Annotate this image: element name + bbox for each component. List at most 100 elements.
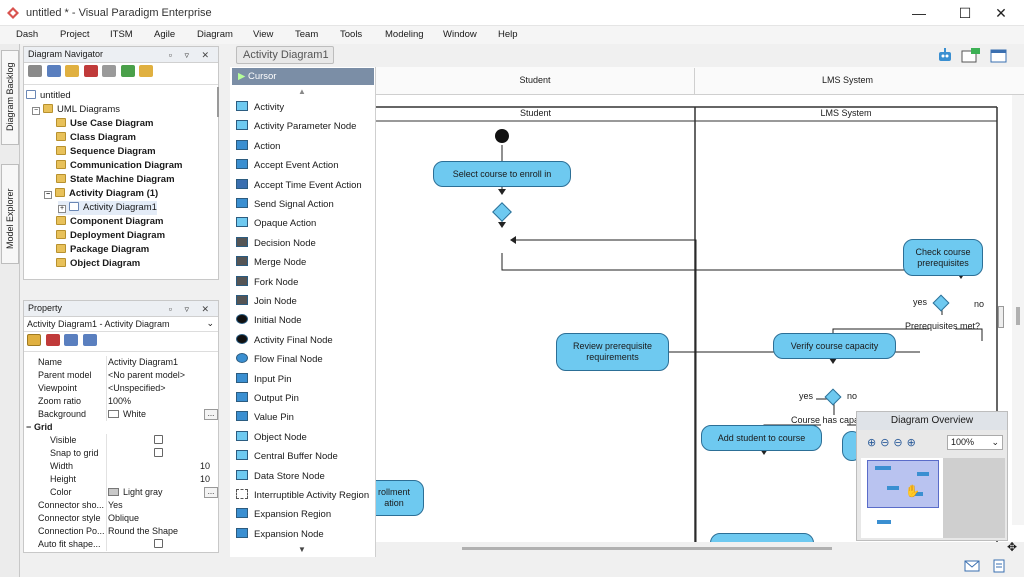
activity-check-prerequisites[interactable]: Check course prerequisites xyxy=(903,239,983,276)
layout-icon[interactable] xyxy=(988,46,1010,66)
palette-item-initial-node[interactable]: Initial Node xyxy=(236,312,302,330)
tree-scrollbar[interactable] xyxy=(217,87,219,117)
collapse-all-icon[interactable] xyxy=(82,334,97,346)
property-selector[interactable]: Activity Diagram1 - Activity Diagram ⌄ xyxy=(24,317,218,332)
prop-row-auto-fit[interactable]: Auto fit shape... xyxy=(24,538,220,551)
palette-item-join-node[interactable]: Join Node xyxy=(236,293,297,311)
tree-item-uml-diagrams[interactable]: −UML Diagrams xyxy=(32,103,120,117)
menu-modeling[interactable]: Modeling xyxy=(385,29,424,40)
panel-controls-icon[interactable]: ▫ ▿ ✕ xyxy=(168,50,214,60)
vertical-scroll-thumb[interactable] xyxy=(1016,307,1020,325)
palette-item-expansion-node[interactable]: Expansion Node xyxy=(236,526,324,544)
palette-item-value-pin[interactable]: Value Pin xyxy=(236,409,294,427)
tree-item-use-case[interactable]: Use Case Diagram xyxy=(56,117,153,131)
palette-item-fork-node[interactable]: Fork Node xyxy=(236,274,298,292)
ellipsis-button[interactable]: ... xyxy=(204,409,218,420)
robot-icon[interactable] xyxy=(934,46,956,66)
palette-item-accept-event-action[interactable]: Accept Event Action xyxy=(236,157,339,175)
horizontal-scrollbar[interactable] xyxy=(376,542,1024,555)
tree-item-object[interactable]: Object Diagram xyxy=(56,257,140,271)
scroll-down-icon[interactable]: ▼ xyxy=(298,545,306,554)
tree-item-class[interactable]: Class Diagram xyxy=(56,131,136,145)
menu-tools[interactable]: Tools xyxy=(340,29,363,40)
maximize-button[interactable]: ☐ xyxy=(958,5,972,21)
panel-controls-icon[interactable]: ▫ ▿ ✕ xyxy=(168,304,214,314)
expand-icon[interactable]: + xyxy=(58,205,66,213)
palette-item-activity[interactable]: Activity xyxy=(236,99,284,117)
sort-alpha-icon[interactable] xyxy=(45,334,60,346)
collapse-icon[interactable]: − xyxy=(44,191,52,199)
minimize-button[interactable]: — xyxy=(912,5,926,21)
tree-item-sequence[interactable]: Sequence Diagram xyxy=(56,145,156,159)
activity-enrollment-confirmation[interactable]: rollment ation xyxy=(376,480,424,516)
palette-item-send-signal-action[interactable]: Send Signal Action xyxy=(236,196,334,214)
overview-viewport[interactable]: ✋ xyxy=(861,458,1005,538)
lane-header-lms[interactable]: LMS System xyxy=(821,75,873,85)
prop-row-connection-point[interactable]: Connection Po...Round the Shape xyxy=(24,525,220,538)
prop-row-connector-show[interactable]: Connector sho...Yes xyxy=(24,499,220,512)
tree-item-activity[interactable]: −Activity Diagram (1) xyxy=(44,187,158,201)
open-folder-icon[interactable] xyxy=(139,65,154,77)
snap-checkbox[interactable] xyxy=(154,448,163,457)
tree-options-icon[interactable] xyxy=(46,65,61,77)
menu-view[interactable]: View xyxy=(253,29,274,40)
palette-item-data-store-node[interactable]: Data Store Node xyxy=(236,468,325,486)
palette-item-activity-parameter-node[interactable]: Activity Parameter Node xyxy=(236,118,356,136)
zoom-select[interactable]: 100% ⌄ xyxy=(947,435,1003,450)
palette-item-activity-final-node[interactable]: Activity Final Node xyxy=(236,332,333,350)
activity-partial-bottom[interactable] xyxy=(710,533,814,542)
palette-item-input-pin[interactable]: Input Pin xyxy=(236,371,292,389)
menu-diagram[interactable]: Diagram xyxy=(197,29,233,40)
navigate-icon[interactable] xyxy=(102,65,117,77)
tree-item-package[interactable]: Package Diagram xyxy=(56,243,149,257)
tree-item-root[interactable]: untitled xyxy=(26,89,71,103)
horizontal-scroll-thumb[interactable] xyxy=(462,547,832,550)
visible-checkbox[interactable] xyxy=(154,435,163,444)
activity-review-prerequisites[interactable]: Review prerequisite requirements xyxy=(556,333,669,371)
new-diagram-icon[interactable] xyxy=(28,65,42,77)
prop-row-viewpoint[interactable]: Viewpoint<Unspecified> xyxy=(24,382,220,395)
collapse-icon[interactable]: − xyxy=(32,107,40,115)
activity-verify-capacity[interactable]: Verify course capacity xyxy=(773,333,896,359)
ellipsis-button[interactable]: ... xyxy=(204,487,218,498)
scroll-up-icon[interactable]: ▲ xyxy=(298,87,306,96)
palette-item-flow-final-node[interactable]: Flow Final Node xyxy=(236,351,323,369)
tree-item-communication[interactable]: Communication Diagram xyxy=(56,159,182,173)
menu-itsm[interactable]: ITSM xyxy=(110,29,133,40)
tree-item-component[interactable]: Component Diagram xyxy=(56,215,163,229)
palette-cursor-tool[interactable]: ▶ Cursor xyxy=(232,68,374,85)
collapse-icon[interactable]: − xyxy=(26,422,32,432)
tree-item-state-machine[interactable]: State Machine Diagram xyxy=(56,173,175,187)
tree-item-deployment[interactable]: Deployment Diagram xyxy=(56,229,165,243)
diagram-canvas[interactable]: Student LMS System xyxy=(376,67,1024,542)
mail-icon[interactable] xyxy=(964,560,980,572)
menu-team[interactable]: Team xyxy=(295,29,319,40)
prop-row-visible[interactable]: Visible xyxy=(24,434,220,447)
lane-header-student[interactable]: Student xyxy=(519,75,551,85)
expand-all-icon[interactable] xyxy=(64,334,79,346)
close-button[interactable]: ✕ xyxy=(995,5,1007,21)
folder-up-icon[interactable] xyxy=(65,65,80,77)
menu-agile[interactable]: Agile xyxy=(154,29,176,40)
palette-item-merge-node[interactable]: Merge Node xyxy=(236,254,306,272)
splitter-handle[interactable] xyxy=(998,306,1004,328)
sort-icon[interactable] xyxy=(83,65,98,77)
palette-item-action[interactable]: Action xyxy=(236,138,280,156)
palette-item-output-pin[interactable]: Output Pin xyxy=(236,390,299,408)
palette-item-decision-node[interactable]: Decision Node xyxy=(236,235,316,253)
palette-item-central-buffer-node[interactable]: Central Buffer Node xyxy=(236,448,338,466)
lane-lms-title[interactable]: LMS System xyxy=(820,108,872,118)
tab-model-explorer[interactable]: Model Explorer xyxy=(1,164,19,264)
diagram-tab[interactable]: Activity Diagram1 xyxy=(236,46,334,64)
prop-group-grid[interactable]: −Grid xyxy=(24,421,220,434)
zoom-controls-icon[interactable]: ⊕⊖⊖⊕ xyxy=(867,437,920,449)
prop-row-parent-model[interactable]: Parent model<No parent model> xyxy=(24,369,220,382)
document-edit-icon[interactable] xyxy=(992,559,1006,573)
pan-icon[interactable]: ✥ xyxy=(1007,540,1018,554)
palette-item-interruptible-activity-region[interactable]: Interruptible Activity Region xyxy=(236,487,369,505)
